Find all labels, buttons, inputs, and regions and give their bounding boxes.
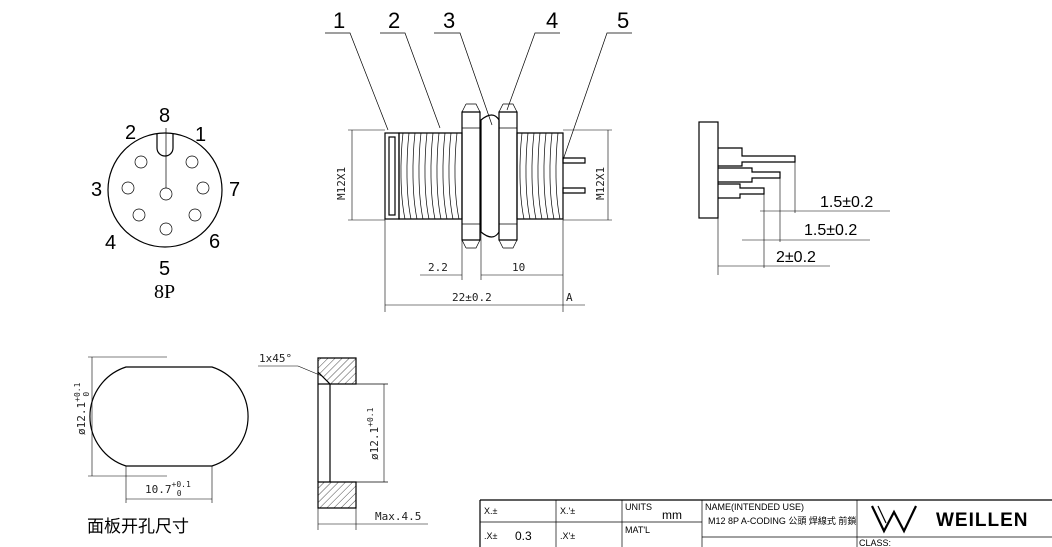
pin-4-label: 4 [105, 232, 116, 254]
pin-3-hole [121, 181, 135, 195]
connector-face [107, 132, 223, 248]
cutout-outline [89, 366, 249, 467]
leader-line-1 [325, 32, 389, 131]
solder-pin-top [562, 157, 586, 164]
tb-x-tol2: X.'± [560, 506, 575, 516]
tb-matl-label: MAT'L [625, 525, 650, 535]
leader-1: 1 [333, 8, 345, 33]
pcb-pin-view: 1.5±0.2 1.5±0.2 2±0.2 [698, 121, 890, 275]
dim-22: 22±0.2 [452, 291, 492, 304]
leader-5: 5 [617, 8, 629, 33]
front-shell [384, 132, 400, 220]
pin-4-hole [132, 208, 146, 222]
pin-6-label: 6 [209, 231, 220, 253]
side-view: M12X1 M12X1 2.2 10 22±0.2 A [335, 103, 612, 312]
tb-xx-tol2: .X'± [560, 531, 575, 541]
part-leaders: 1 2 3 4 5 [325, 8, 632, 161]
pin-2-hole [134, 155, 148, 169]
tb-xx-tol: .X± [484, 531, 498, 541]
pin-7-hole [196, 181, 210, 195]
tb-xx-tol-value: 0.3 [515, 529, 532, 543]
pin-8-hole [159, 187, 173, 201]
tb-units-label: UNITS [625, 502, 652, 512]
section-view: ø12.1+0.1 1x45° Max.4.5 [258, 352, 428, 530]
weillen-logo-icon: WEILLEN [871, 505, 1029, 534]
tb-class-label: CLASS: [859, 538, 891, 547]
pcb-dim-2: 1.5±0.2 [804, 222, 857, 239]
pin-6-hole [188, 208, 202, 222]
front-thread-body [398, 132, 463, 220]
tb-units-value: mm [662, 508, 682, 522]
dim-10: 10 [512, 261, 525, 274]
pin-5-hole [159, 222, 173, 236]
rear-thread-lines [519, 132, 561, 220]
section-top-hatch [317, 357, 357, 385]
pcb-pin-2 [718, 167, 781, 183]
leader-line-2 [380, 32, 441, 129]
coding-key [156, 134, 174, 157]
leader-line-5 [562, 32, 632, 161]
pcb-dim-3: 2±0.2 [776, 249, 816, 266]
leader-line-3 [434, 32, 493, 126]
pin-1-label: 1 [195, 124, 206, 146]
tb-name-value: M12 8P A-CODING 公頭 焊線式 前鎖 [708, 515, 856, 526]
section-dia: ø12.1+0.1 [366, 407, 381, 460]
cutout-caption: 面板开孔尺寸 [87, 517, 189, 537]
hex-nut-1 [461, 111, 481, 241]
title-block: X.± X.'± UNITS mm NAME(INTENDED USE) M12… [479, 499, 1052, 547]
pcb-pin-3 [718, 183, 765, 199]
pin-1-hole [185, 155, 199, 169]
leader-4: 4 [546, 8, 558, 33]
section-max: Max.4.5 [375, 510, 421, 523]
hex-nut-2 [498, 111, 518, 241]
leader-2: 2 [388, 8, 400, 33]
leader-line-4 [506, 32, 560, 111]
o-ring [480, 114, 500, 238]
leader-3: 3 [443, 8, 455, 33]
dim-ref-a: A [566, 291, 573, 304]
front-thread-lines [400, 132, 460, 220]
front-shell-inner [388, 136, 396, 216]
pcb-flange [698, 121, 719, 219]
pcb-dim-1: 1.5±0.2 [820, 194, 873, 211]
pin-8-label: 8 [159, 105, 170, 127]
pin-2-label: 2 [125, 122, 136, 144]
pin-5-label: 5 [159, 258, 170, 280]
pin-7-label: 7 [229, 179, 240, 201]
section-bottom-hatch [317, 481, 357, 509]
pin-3-label: 3 [91, 179, 102, 201]
pinout-caption: 8P [154, 281, 175, 303]
pinout-view: 1 2 3 4 5 6 7 8 8P [91, 105, 240, 303]
cutout-dia: ø12.1+0.10 [73, 382, 91, 435]
tb-name-label: NAME(INTENDED USE) [705, 502, 804, 512]
pcb-pin-1 [718, 147, 796, 167]
thread-label-right: M12X1 [594, 167, 607, 200]
solder-pin-bottom [562, 187, 586, 194]
dim-2-2: 2.2 [428, 261, 448, 274]
logo-text: WEILLEN [936, 510, 1029, 531]
thread-label-left: M12X1 [335, 167, 348, 200]
section-chamfer: 1x45° [259, 352, 292, 365]
tb-x-tol: X.± [484, 506, 498, 516]
